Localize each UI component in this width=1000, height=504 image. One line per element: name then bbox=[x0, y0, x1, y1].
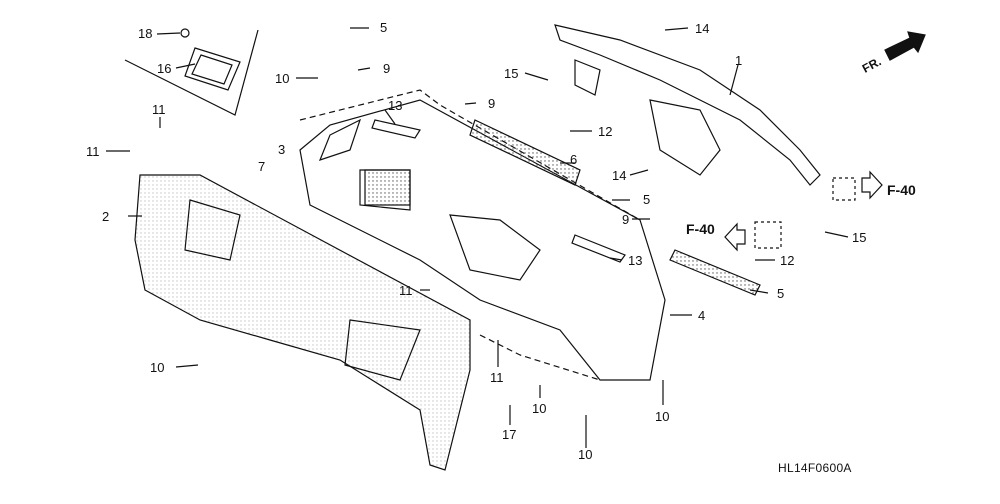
pad-part-13a bbox=[371, 119, 421, 139]
callout-7: 6 bbox=[570, 152, 578, 167]
crossref-box-b bbox=[754, 221, 782, 249]
callout-5a: 5 bbox=[380, 20, 388, 35]
crossref-f40-right: F-40 bbox=[887, 182, 916, 198]
callout-6: 5 bbox=[777, 286, 785, 301]
duct-part-7 bbox=[469, 119, 581, 186]
pad-part-13b bbox=[571, 234, 626, 263]
callout-11b: 11 bbox=[152, 102, 166, 117]
callout-13b: 13 bbox=[628, 253, 643, 268]
f40-arrow-left bbox=[724, 222, 746, 252]
callout-13a: 13 bbox=[388, 98, 403, 113]
callout-4: 4 bbox=[698, 308, 706, 323]
clip-part-18 bbox=[180, 28, 190, 38]
callout-5b: 5 bbox=[643, 192, 651, 207]
callout-11a: 11 bbox=[86, 144, 100, 159]
callout-15b: 15 bbox=[852, 230, 867, 245]
drawing-code: HL14F0600A bbox=[778, 461, 852, 475]
callout-10e: 10 bbox=[655, 409, 670, 424]
callout-1: 1 bbox=[735, 53, 743, 68]
callout-3: 3 bbox=[278, 142, 286, 157]
dashboard-body bbox=[299, 99, 666, 381]
inset-bracket bbox=[124, 29, 259, 116]
fr-arrow bbox=[884, 31, 926, 61]
callout-14b: 14 bbox=[612, 168, 627, 183]
crossref-box-a bbox=[832, 177, 856, 201]
callout-9c: 9 bbox=[622, 212, 630, 227]
callout-17: 17 bbox=[502, 427, 517, 442]
callout-10b: 10 bbox=[150, 360, 165, 375]
callout-9b: 9 bbox=[488, 96, 496, 111]
callout-2: 2 bbox=[102, 209, 110, 224]
callout-15a: 15 bbox=[504, 66, 519, 81]
callout-11c: 11 bbox=[399, 283, 413, 298]
callout-10d: 10 bbox=[578, 447, 593, 462]
switch-bezel-part-16 bbox=[184, 47, 241, 91]
callout-8: 7 bbox=[258, 159, 266, 174]
duct-part-6 bbox=[669, 249, 761, 296]
callout-14a: 14 bbox=[695, 21, 710, 36]
lower-panel-part-2 bbox=[134, 174, 471, 471]
callout-12b: 12 bbox=[780, 253, 795, 268]
audio-unit bbox=[364, 169, 411, 206]
crossref-f40-left: F-40 bbox=[686, 221, 715, 237]
callout-18: 18 bbox=[138, 26, 153, 41]
callout-9a: 9 bbox=[383, 61, 391, 76]
callout-11d: 11 bbox=[490, 370, 504, 385]
steering-hanger-part-1 bbox=[554, 24, 821, 186]
callout-10c: 10 bbox=[532, 401, 547, 416]
callout-10a: 10 bbox=[275, 71, 290, 86]
callout-16: 16 bbox=[157, 61, 172, 76]
f40-arrow-right bbox=[861, 170, 883, 200]
callout-12a: 12 bbox=[598, 124, 613, 139]
